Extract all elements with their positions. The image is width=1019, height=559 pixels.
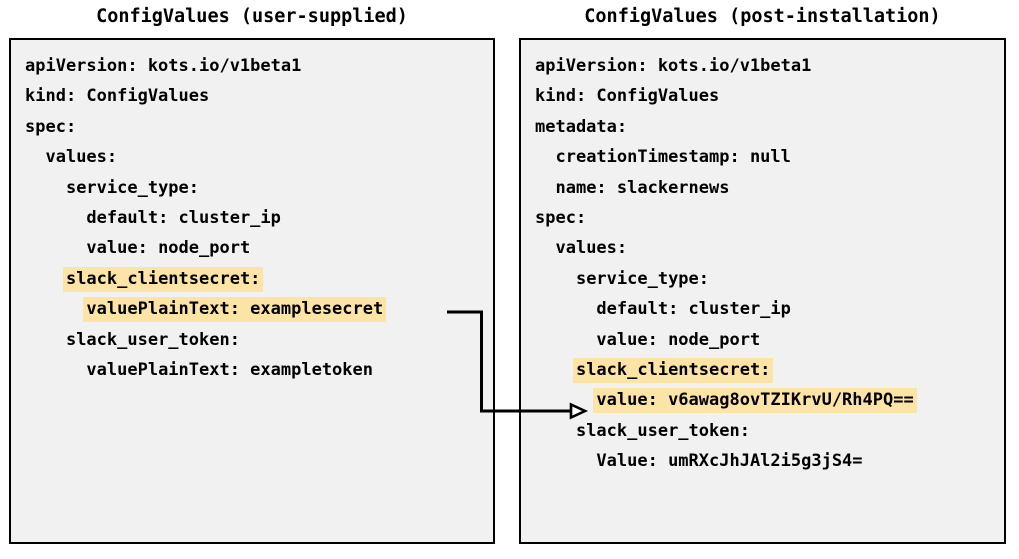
code-line: spec: xyxy=(532,203,1002,233)
code-line-text: creationTimestamp: null xyxy=(555,147,791,168)
code-line-text: default: cluster_ip xyxy=(86,207,281,228)
code-line-text: valuePlainText: examplesecret xyxy=(83,297,387,323)
code-line: apiVersion: kots.io/v1beta1 xyxy=(532,51,1002,81)
code-line-text: value: node_port xyxy=(86,238,251,259)
code-line-text: apiVersion: kots.io/v1beta1 xyxy=(25,56,302,76)
code-line: slack_clientsecret: xyxy=(532,355,1002,385)
code-indent xyxy=(532,360,573,380)
code-line: default: cluster_ip xyxy=(532,294,1002,324)
code-line-text: values: xyxy=(555,238,628,259)
code-line-text: slack_user_token: xyxy=(65,329,240,350)
code-line-text: metadata: xyxy=(535,116,628,137)
code-line: value: v6awag8ovTZIKrvU/Rh4PQ== xyxy=(532,385,1002,415)
code-line: spec: xyxy=(22,112,491,142)
code-line: value: node_port xyxy=(532,325,1002,355)
yaml-code-user-supplied: apiVersion: kots.io/v1beta1 kind: ConfigV… xyxy=(22,51,491,385)
code-indent xyxy=(532,330,593,350)
code-line-text: kind: ConfigValues xyxy=(25,86,210,107)
code-line-text: slack_user_token: xyxy=(575,420,750,441)
code-line: slack_clientsecret: xyxy=(22,264,491,294)
code-line: kind: ConfigValues xyxy=(532,81,1002,111)
code-line-text: name: slackernews xyxy=(555,177,730,198)
code-line: value: node_port xyxy=(22,233,491,263)
code-indent xyxy=(532,178,552,198)
code-line: creationTimestamp: null xyxy=(532,142,1002,172)
panel-title-post-installation: ConfigValues (post-installation) xyxy=(584,6,941,27)
code-indent xyxy=(532,421,573,441)
code-line-text: service_type: xyxy=(575,268,710,289)
code-indent xyxy=(22,330,63,350)
code-line-text: spec: xyxy=(535,207,587,228)
code-line: kind: ConfigValues xyxy=(22,81,491,111)
code-line: metadata: xyxy=(532,112,1002,142)
code-indent xyxy=(22,147,42,167)
code-line: service_type: xyxy=(532,264,1002,294)
code-line-text: valuePlainText: exampletoken xyxy=(86,359,373,380)
code-line-text: value: v6awag8ovTZIKrvU/Rh4PQ== xyxy=(593,388,917,414)
code-line-text: Value: umRXcJhJAl2i5g3jS4= xyxy=(596,451,863,472)
code-line: valuePlainText: examplesecret xyxy=(22,294,491,324)
code-line-text: apiVersion: kots.io/v1beta1 xyxy=(535,56,812,76)
code-line-text: value: node_port xyxy=(596,329,761,350)
code-line: slack_user_token: xyxy=(532,416,1002,446)
code-line: service_type: xyxy=(22,173,491,203)
code-indent xyxy=(22,208,83,228)
code-indent xyxy=(532,238,552,258)
code-indent xyxy=(22,360,83,380)
code-indent xyxy=(22,238,83,258)
code-box-user-supplied: apiVersion: kots.io/v1beta1 kind: ConfigV… xyxy=(9,38,495,544)
code-line-text: slack_clientsecret: xyxy=(62,266,264,292)
code-indent xyxy=(22,178,63,198)
code-indent xyxy=(532,147,552,167)
code-indent xyxy=(22,299,83,319)
code-box-post-installation: apiVersion: kots.io/v1beta1 kind: ConfigV… xyxy=(519,38,1006,544)
code-line-text: slack_clientsecret: xyxy=(572,357,774,383)
code-line: valuePlainText: exampletoken xyxy=(22,355,491,385)
code-line: default: cluster_ip xyxy=(22,203,491,233)
code-indent xyxy=(22,269,63,289)
code-line-text: values: xyxy=(45,147,118,168)
code-line-text: spec: xyxy=(25,116,77,137)
code-line: Value: umRXcJhJAl2i5g3jS4= xyxy=(532,446,1002,476)
code-indent xyxy=(532,269,573,289)
code-line: values: xyxy=(532,233,1002,263)
code-indent xyxy=(532,451,593,471)
code-line-text: kind: ConfigValues xyxy=(535,86,720,107)
code-indent xyxy=(532,390,593,410)
code-indent xyxy=(532,299,593,319)
code-line: apiVersion: kots.io/v1beta1 xyxy=(22,51,491,81)
code-line: slack_user_token: xyxy=(22,325,491,355)
code-line: name: slackernews xyxy=(532,173,1002,203)
panel-title-user-supplied: ConfigValues (user-supplied) xyxy=(96,6,408,27)
code-line-text: default: cluster_ip xyxy=(596,299,791,320)
code-line: values: xyxy=(22,142,491,172)
yaml-code-post-installation: apiVersion: kots.io/v1beta1 kind: ConfigV… xyxy=(532,51,1002,476)
code-line-text: service_type: xyxy=(65,177,200,198)
